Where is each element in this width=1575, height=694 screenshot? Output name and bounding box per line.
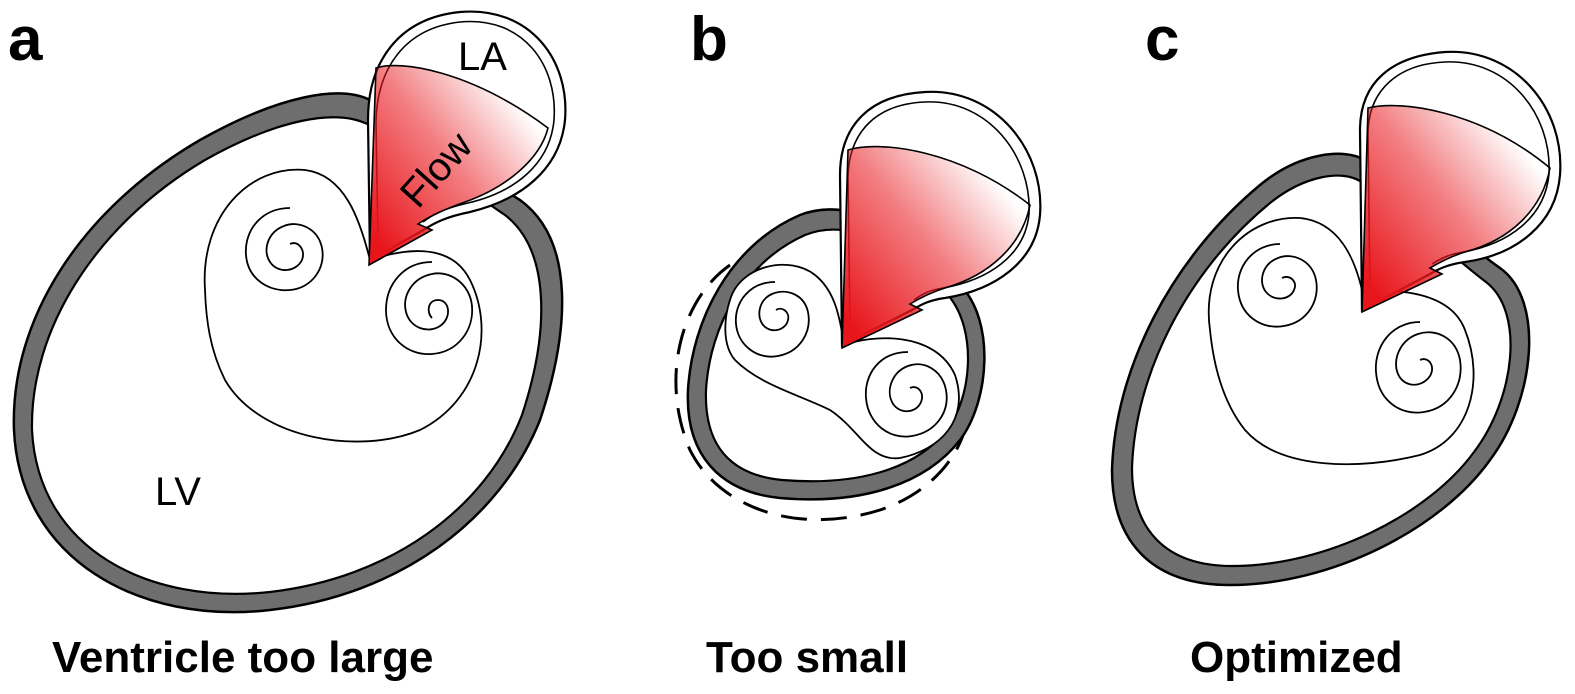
- vortex-swirl-right-b: [865, 351, 948, 438]
- panel-a: a LA Flow LV Ventricle too large: [8, 5, 567, 682]
- flow-jet-c: [1361, 104, 1551, 314]
- left-atrium-inner-a: [375, 20, 556, 246]
- reference-outline-b: [674, 263, 971, 522]
- vortex-swirl-right-c: [1375, 321, 1462, 414]
- vortex-swirl-left-b: [735, 281, 810, 358]
- la-label: LA: [458, 35, 507, 79]
- caption-b: Too small: [706, 633, 908, 682]
- vortex-swirl-left-a: [245, 207, 324, 292]
- caption-a: Ventricle too large: [52, 633, 433, 682]
- vortex-swirl-right-a: [385, 261, 473, 355]
- flow-jet-b: [841, 145, 1031, 350]
- vortex-swirl-left-c: [1237, 243, 1318, 328]
- caption-c: Optimized: [1190, 633, 1403, 682]
- panel-letter-c: c: [1145, 5, 1179, 74]
- vortex-region-a: [203, 168, 483, 443]
- panel-letter-a: a: [8, 5, 43, 74]
- lv-label: LV: [155, 470, 201, 514]
- panel-c: c Optimized: [1110, 5, 1562, 682]
- panel-b: b Too small: [674, 5, 1042, 682]
- panel-letter-b: b: [690, 5, 728, 74]
- flow-jet-a: [368, 64, 549, 267]
- vortex-region-c: [1207, 217, 1475, 466]
